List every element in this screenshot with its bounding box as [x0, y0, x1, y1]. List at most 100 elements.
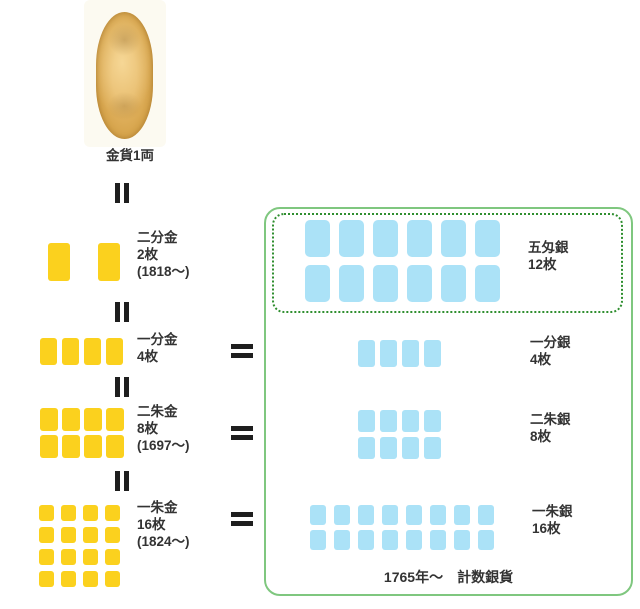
isshugin-coin	[478, 530, 494, 550]
equals-vertical-icon	[115, 471, 129, 491]
equals-bar	[231, 435, 253, 440]
nishukin-coin	[40, 435, 58, 458]
coin-name: 一朱銀	[532, 504, 573, 519]
isshukin-coin	[105, 527, 120, 543]
isshukin-coin	[39, 527, 54, 543]
gomonme-coin	[441, 220, 466, 257]
isshukin-coin	[61, 549, 76, 565]
gomonme-coin	[339, 265, 364, 302]
isshukin-coin	[39, 549, 54, 565]
ichibugin-label: 一分銀 4枚	[530, 334, 571, 368]
nishugin-coin	[358, 437, 375, 459]
coin-count: 2枚	[137, 247, 159, 262]
isshukin-coin	[39, 571, 54, 587]
nibukin-label: 二分金 2枚 (1818〜)	[137, 229, 190, 280]
equals-bar	[231, 426, 253, 431]
nishugin-coin	[424, 410, 441, 432]
gomonme-label: 五匁銀 12枚	[528, 239, 569, 273]
counting-silver-caption: 1765年〜 計数銀貨	[383, 569, 514, 585]
isshugin-coin	[310, 530, 326, 550]
equals-horizontal-icon	[231, 512, 253, 526]
nishukin-coin	[84, 435, 102, 458]
equals-bar	[231, 353, 253, 358]
coin-name: 一分銀	[530, 335, 571, 350]
nishukin-coin	[40, 408, 58, 431]
isshugin-coin	[358, 530, 374, 550]
gomonme-coin	[441, 265, 466, 302]
gomonme-coin	[373, 265, 398, 302]
ichibugin-coin	[380, 340, 397, 367]
isshukin-coin	[83, 549, 98, 565]
ichibugin-coin	[358, 340, 375, 367]
isshugin-coin	[454, 505, 470, 525]
equals-vertical-icon	[115, 302, 129, 322]
isshukin-label: 一朱金 16枚 (1824〜)	[137, 499, 190, 550]
nishukin-coin	[62, 435, 80, 458]
isshugin-coin	[358, 505, 374, 525]
coin-name: 二朱銀	[530, 412, 571, 427]
equals-bar	[115, 471, 120, 491]
coin-year: (1818〜)	[137, 264, 190, 279]
nishukin-coin	[106, 435, 124, 458]
isshugin-coin	[430, 505, 446, 525]
coin-name: 二分金	[137, 230, 178, 245]
nibukin-coin	[98, 243, 120, 281]
isshukin-coin	[83, 571, 98, 587]
coin-count: 4枚	[137, 349, 159, 364]
coin-name: 二朱金	[137, 404, 178, 419]
coin-name: 一朱金	[137, 500, 178, 515]
koban-coin-photo	[96, 12, 153, 139]
equals-bar	[115, 302, 120, 322]
isshugin-coin	[454, 530, 470, 550]
isshukin-coin	[83, 505, 98, 521]
gomonme-coin	[373, 220, 398, 257]
isshugin-label: 一朱銀 16枚	[532, 503, 573, 537]
isshugin-coin	[382, 505, 398, 525]
isshukin-coin	[83, 527, 98, 543]
gomonme-coin	[305, 265, 330, 302]
isshugin-coin	[406, 505, 422, 525]
equals-bar	[124, 471, 129, 491]
coin-count: 8枚	[530, 429, 552, 444]
ichibukin-coin	[106, 338, 123, 365]
nishugin-coin	[380, 410, 397, 432]
equals-bar	[124, 183, 129, 203]
equals-bar	[231, 521, 253, 526]
gomonme-coin	[407, 220, 432, 257]
coin-count: 12枚	[528, 257, 557, 272]
isshugin-coin	[310, 505, 326, 525]
gomonme-coin	[305, 220, 330, 257]
nishugin-coin	[402, 410, 419, 432]
coin-year: (1824〜)	[137, 534, 190, 549]
nibukin-coin	[48, 243, 70, 281]
isshukin-coin	[61, 505, 76, 521]
equals-horizontal-icon	[231, 426, 253, 440]
isshukin-coin	[105, 571, 120, 587]
isshugin-coin	[334, 505, 350, 525]
gomonme-dotted-box	[272, 213, 623, 313]
equals-vertical-icon	[115, 377, 129, 397]
nishugin-coin	[358, 410, 375, 432]
coin-name: 一分金	[137, 332, 178, 347]
equals-horizontal-icon	[231, 344, 253, 358]
koban-label: 金貨1両	[105, 148, 154, 163]
isshukin-coin	[61, 571, 76, 587]
nishugin-label: 二朱銀 8枚	[530, 411, 571, 445]
isshukin-coin	[39, 505, 54, 521]
gomonme-coin	[407, 265, 432, 302]
coin-year: (1697〜)	[137, 438, 190, 453]
equals-bar	[115, 183, 120, 203]
coin-count: 16枚	[532, 521, 561, 536]
ichibukin-coin	[62, 338, 79, 365]
equals-bar	[124, 302, 129, 322]
ichibukin-label: 一分金 4枚	[137, 331, 178, 365]
isshukin-coin	[105, 505, 120, 521]
coin-count: 16枚	[137, 517, 166, 532]
ichibugin-coin	[424, 340, 441, 367]
equals-bar	[231, 512, 253, 517]
nishukin-coin	[62, 408, 80, 431]
gomonme-coin	[475, 265, 500, 302]
isshugin-coin	[478, 505, 494, 525]
isshukin-coin	[61, 527, 76, 543]
